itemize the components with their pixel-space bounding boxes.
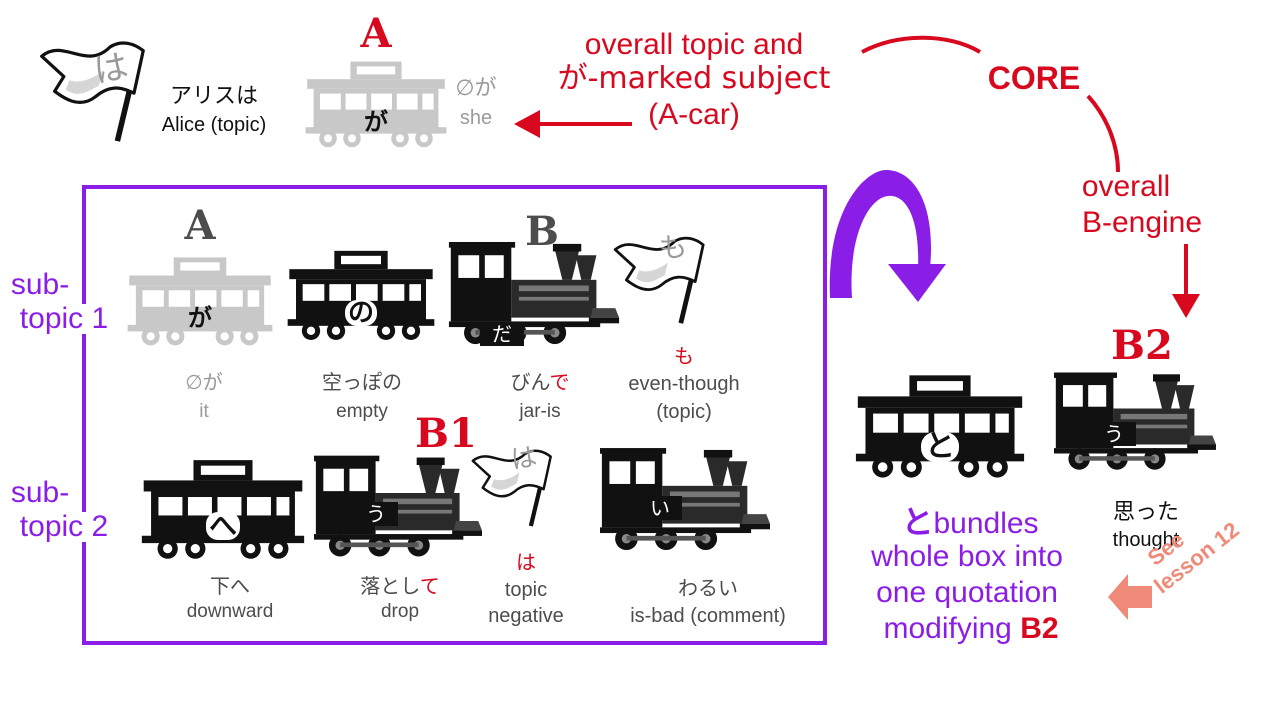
engine-line2: B-engine	[1081, 206, 1203, 239]
row2-u-jp-red: て	[419, 574, 440, 598]
row1-car-ga-kana: が	[188, 304, 212, 332]
row2-u-en: drop	[380, 601, 420, 622]
row1-no-jp: 空っぽの	[322, 370, 402, 394]
row1-mo-en1: even-though	[628, 373, 740, 395]
omotta-jp: 思った	[1112, 500, 1180, 525]
row2-engine-i-icon	[600, 446, 770, 554]
car-to-kana: と	[921, 432, 959, 462]
topic-line1: overall topic and	[584, 28, 804, 61]
alice-en: Alice (topic)	[161, 114, 267, 136]
row1-car-no-kana: の	[344, 300, 378, 326]
row2-i-jp: わるい	[678, 576, 738, 600]
topic-line3: (A-car)	[648, 98, 740, 131]
row2-u-jp: 落として	[360, 576, 439, 596]
car-to-icon	[854, 366, 1026, 486]
row2-i-en: is-bad (comment)	[630, 605, 786, 627]
sub2-line1: sub-	[10, 476, 70, 509]
row1-da-jp: びんで	[511, 372, 570, 392]
subordinate-clause-box	[82, 185, 827, 645]
row1-a-label: A	[184, 202, 216, 249]
bundle-line4-b2: B2	[1020, 612, 1059, 645]
row2-ha-en1: topic	[504, 579, 548, 601]
row2-engine-u-icon	[314, 452, 482, 562]
row1-da-jp-red: で	[549, 370, 570, 394]
omotta-en: thought	[1112, 529, 1180, 551]
row2-b1-label: B1	[415, 410, 477, 457]
purple-curved-arrow	[829, 170, 946, 302]
bundle-line4: modifying B2	[883, 614, 1058, 644]
see-lesson-arrow-icon	[1108, 574, 1152, 620]
row1-da-jp-main: びん	[510, 370, 550, 394]
bundle-line1: とbundles	[901, 506, 1038, 539]
bundle-line2: whole box into	[871, 540, 1063, 573]
sub1-line2: topic 1	[17, 302, 111, 335]
row2-engine-u-kana: う	[354, 502, 398, 526]
engine-u2-kana: う	[1092, 422, 1136, 446]
sub1-line1: sub-	[10, 268, 70, 301]
row2-he-jp: 下へ	[210, 574, 250, 598]
row1-car-no-icon	[286, 240, 436, 350]
car-a-kana: が	[364, 108, 388, 136]
bundle-line4-prefix: modifying	[883, 612, 1021, 645]
row1-a-en: it	[199, 401, 209, 422]
flag-mo-kana: も	[656, 229, 690, 266]
bundle-to: と	[901, 503, 934, 541]
sub2-line2: topic 2	[17, 510, 111, 543]
bundle-line3: one quotation	[876, 576, 1058, 609]
row2-he-en: downward	[186, 601, 274, 622]
row1-no-en: empty	[336, 401, 388, 422]
she-jp: ∅が	[455, 76, 497, 101]
row2-u-jp-main: 落とし	[360, 574, 420, 598]
row2-engine-i-kana: い	[638, 496, 682, 520]
topic-line2: が-marked subject	[557, 61, 831, 96]
row1-car-ga-icon	[126, 250, 274, 352]
row2-car-he-kana: へ	[205, 512, 241, 540]
row1-mo-red: も	[674, 344, 694, 368]
row1-engine-da-icon	[448, 242, 620, 346]
row1-da-en: jar-is	[519, 401, 561, 422]
row2-ha-en2: negative	[488, 605, 564, 627]
she-en: she	[459, 107, 493, 129]
car-a-label: A	[360, 10, 392, 57]
bundle-line1-text: bundles	[933, 507, 1039, 540]
row1-mo-en2: (topic)	[656, 401, 712, 423]
row2-ha-red: は	[516, 550, 536, 574]
b2-label: B2	[1111, 322, 1173, 369]
flag-ha2-kana: は	[509, 442, 539, 476]
engine-line1: overall	[1081, 170, 1171, 203]
row1-a-jp: ∅が	[185, 370, 223, 394]
row1-engine-da-kana: だ	[480, 322, 524, 346]
alice-jp: アリスは	[169, 84, 259, 109]
core-label: CORE	[987, 60, 1081, 96]
